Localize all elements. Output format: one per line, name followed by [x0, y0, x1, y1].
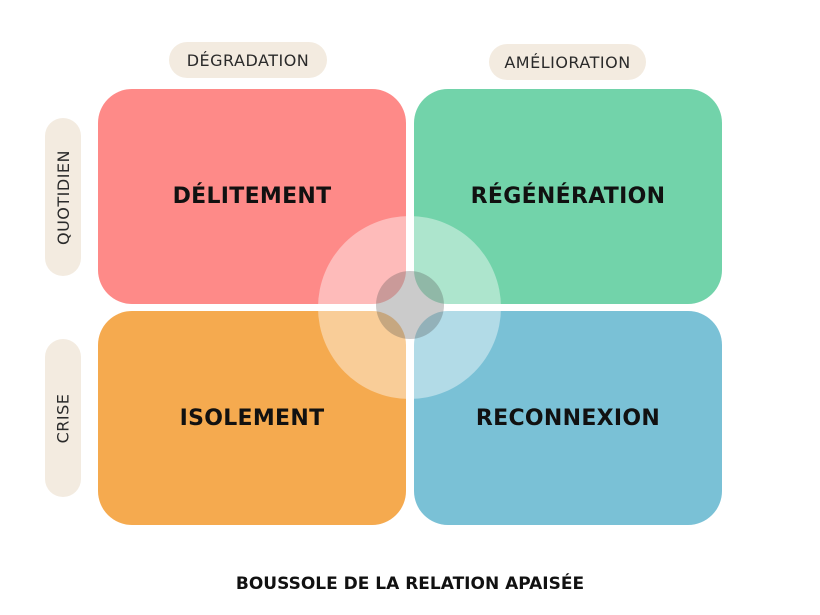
quadrant-isolement: ISOLEMENT	[98, 311, 406, 525]
quadrant-isolement-label: ISOLEMENT	[179, 405, 325, 431]
axis-label-quotidien-text: QUOTIDIEN	[53, 149, 73, 245]
axis-label-amelioration: AMÉLIORATION	[489, 44, 646, 80]
axis-label-crise: CRISE	[45, 339, 81, 497]
quadrant-regeneration-label: RÉGÉNÉRATION	[470, 184, 666, 209]
diagram-title: BOUSSOLE DE LA RELATION APAISÉE	[235, 574, 585, 594]
axis-label-quotidien: QUOTIDIEN	[45, 118, 81, 276]
quadrant-regeneration: RÉGÉNÉRATION	[414, 89, 722, 304]
axis-label-crise-text: CRISE	[53, 393, 73, 443]
quadrant-delitement: DÉLITEMENT	[98, 89, 406, 304]
quadrant-reconnexion-label: RECONNEXION	[475, 405, 661, 431]
quadrant-delitement-label: DÉLITEMENT	[172, 184, 332, 209]
quadrant-reconnexion: RECONNEXION	[414, 311, 722, 525]
axis-label-amelioration-text: AMÉLIORATION	[504, 52, 631, 72]
axis-label-degradation: DÉGRADATION	[169, 42, 327, 78]
axis-label-degradation-text: DÉGRADATION	[186, 50, 310, 70]
